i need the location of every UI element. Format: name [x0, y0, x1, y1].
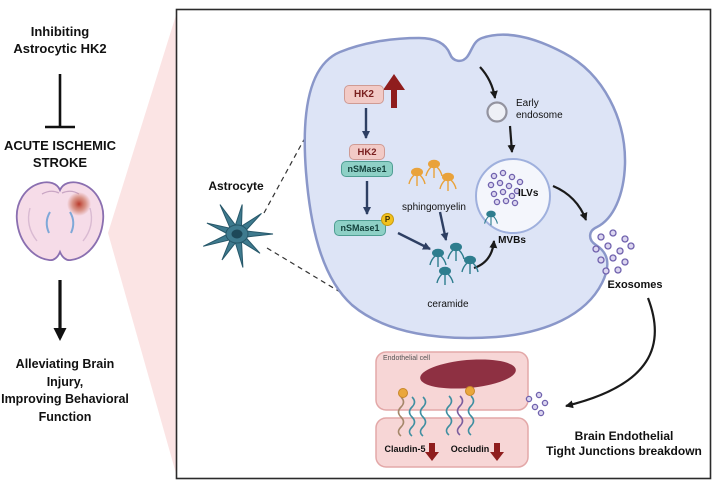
inhibiting-hk2-label: Inhibiting Astrocytic HK2 [13, 24, 107, 56]
junction-exosome-dots [525, 391, 549, 417]
tight-junction-proteins [397, 395, 475, 437]
brain-illustration [15, 181, 105, 262]
sphingomyelin-label: sphingomyelin [402, 202, 466, 213]
nsmase1-phospho-box: nSMase1 [334, 220, 386, 236]
astrocyte-icon [202, 204, 274, 268]
claudin5-label: Claudin-5 [384, 444, 426, 454]
inhibition-tbar-icon [45, 74, 75, 129]
tight-junction-breakdown-label: Brain Endothelial Tight Junctions breakd… [546, 429, 702, 458]
occludin-decrease-arrow-icon [490, 443, 504, 461]
pathway-arrows [362, 108, 449, 251]
zoom-funnel-shape [108, 12, 177, 477]
early-endosome-label: Early endosome [516, 98, 563, 121]
endothelial-cell-bottom [375, 417, 529, 468]
acute-ischemic-stroke-label: ACUTE ISCHEMIC STROKE [4, 138, 116, 170]
endothelial-nucleus [420, 359, 516, 389]
membrane-lipid-dots [398, 386, 475, 398]
claudin5-decrease-arrow-icon [425, 443, 439, 461]
astrocyte-label: Astrocyte [208, 179, 264, 193]
hk2-box-top: HK2 [344, 85, 384, 104]
exosome-dots [592, 229, 635, 275]
ilv-dots [487, 169, 524, 207]
ceramide-label: ceramide [427, 299, 469, 310]
zoom-dashed-connectors [263, 89, 386, 320]
occludin-label: Occludin [450, 444, 490, 454]
hk2-box-mid: HK2 [349, 144, 385, 160]
phosphate-badge: P [381, 213, 394, 226]
astrocyte-nucleus [231, 229, 243, 239]
trafficking-arrows [473, 66, 656, 409]
stroke-lesion-spot [67, 192, 91, 216]
endothelial-cell-label: Endothelial cell [383, 355, 431, 362]
nsmase1-box: nSMase1 [341, 161, 393, 177]
ilvs-label: ILVs [518, 188, 539, 199]
outcome-label: Alleviating Brain Injury, Improving Beha… [1, 357, 129, 424]
early-endosome-icon [486, 101, 508, 123]
mvbs-label: MVBs [498, 235, 526, 246]
astrocyte-cell-membrane [303, 33, 627, 340]
hk2-increase-arrow-icon [383, 74, 405, 108]
exosomes-label: Exosomes [607, 279, 663, 291]
